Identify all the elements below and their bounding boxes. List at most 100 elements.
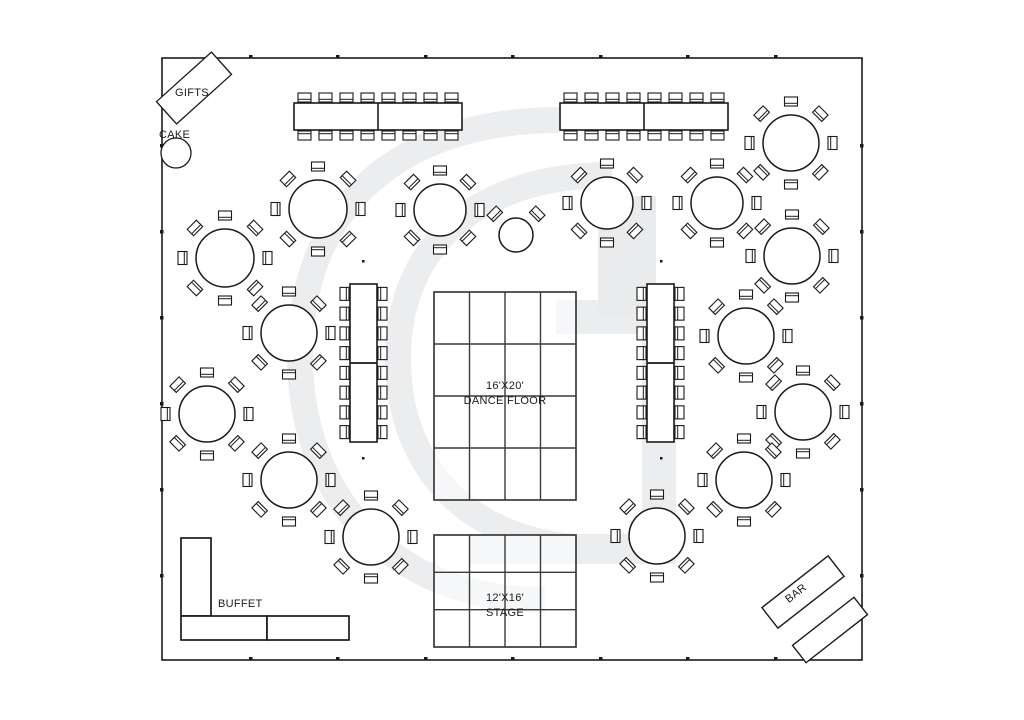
round-table-15-chair-5[interactable] (649, 572, 665, 583)
cocktail-table-top[interactable] (498, 217, 534, 253)
banquet-table-right[interactable] (636, 283, 685, 443)
gifts-table-rect[interactable] (155, 51, 233, 125)
round-table-6-chair-6[interactable] (754, 276, 772, 294)
banquet-table-left-chair-right-4[interactable] (377, 346, 388, 361)
round-table-10-chair-2[interactable] (227, 376, 245, 394)
round-table-2[interactable] (395, 165, 485, 255)
round-table-4-chair-6[interactable] (680, 222, 698, 240)
banquet-table-left-chair-right-2[interactable] (377, 306, 388, 321)
round-table-8-top[interactable] (260, 304, 318, 362)
round-table-13-top[interactable] (715, 451, 773, 509)
round-table-13-chair-8[interactable] (706, 442, 724, 460)
head-table-left-chair-top-4[interactable] (360, 92, 375, 103)
cake-table[interactable]: CAKE (159, 129, 192, 169)
head-table-right-chair-top-4[interactable] (626, 92, 641, 103)
round-table-3-chair-1[interactable] (599, 158, 615, 169)
round-table-7-chair-5[interactable] (217, 295, 233, 306)
banquet-table-right-chair-left-8[interactable] (636, 425, 647, 440)
round-table-10-chair-3[interactable] (243, 406, 254, 422)
round-table-12-chair-2[interactable] (823, 374, 841, 392)
banquet-table-right-chair-left-7[interactable] (636, 405, 647, 420)
banquet-table-right-chair-left-2[interactable] (636, 306, 647, 321)
round-table-3[interactable] (562, 158, 652, 248)
round-table-14-chair-2[interactable] (391, 499, 409, 517)
round-table-10-chair-8[interactable] (169, 376, 187, 394)
head-table-left-chair-top-6[interactable] (402, 92, 417, 103)
banquet-table-left-chair-right-1[interactable] (377, 286, 388, 301)
round-table-6[interactable] (745, 209, 839, 303)
round-table-9-chair-5[interactable] (738, 372, 754, 383)
head-table-right-chair-bottom-6[interactable] (668, 130, 683, 141)
round-table-9-top[interactable] (717, 307, 775, 365)
round-table-15-chair-6[interactable] (619, 556, 637, 574)
round-table-3-chair-5[interactable] (599, 237, 615, 248)
round-table-15-chair-2[interactable] (677, 498, 695, 516)
round-table-10-chair-4[interactable] (227, 434, 245, 452)
round-table-2-chair-5[interactable] (432, 244, 448, 255)
banquet-table-left-chair-left-4[interactable] (339, 346, 350, 361)
head-table-left-chair-bottom-7[interactable] (423, 130, 438, 141)
banquet-table-left-chair-left-1[interactable] (339, 286, 350, 301)
round-table-2-chair-2[interactable] (459, 173, 477, 191)
banquet-table-left-chair-left-8[interactable] (339, 425, 350, 440)
round-table-3-chair-6[interactable] (570, 222, 588, 240)
round-table-3-chair-8[interactable] (570, 166, 588, 184)
buffet-horizontal-left[interactable] (180, 615, 268, 641)
round-table-4[interactable] (672, 158, 762, 248)
head-table-left-chair-top-3[interactable] (339, 92, 354, 103)
round-table-1-chair-1[interactable] (310, 161, 326, 172)
banquet-table-left-chair-left-5[interactable] (339, 365, 350, 380)
round-table-2-chair-3[interactable] (474, 202, 485, 218)
round-table-4-chair-7[interactable] (672, 195, 683, 211)
round-table-14-chair-1[interactable] (363, 490, 379, 501)
head-table-left-chair-top-2[interactable] (318, 92, 333, 103)
round-table-11-chair-2[interactable] (309, 442, 327, 460)
round-table-9-chair-4[interactable] (766, 356, 784, 374)
round-table-3-chair-3[interactable] (641, 195, 652, 211)
head-table-right-chair-top-8[interactable] (710, 92, 725, 103)
round-table-10-chair-5[interactable] (199, 450, 215, 461)
banquet-table-right-chair-right-5[interactable] (674, 365, 685, 380)
round-table-2-chair-4[interactable] (459, 229, 477, 247)
round-table-12-chair-5[interactable] (795, 448, 811, 459)
round-table-13-chair-2[interactable] (764, 442, 782, 460)
round-table-2-chair-8[interactable] (403, 173, 421, 191)
round-table-7-chair-1[interactable] (217, 210, 233, 221)
round-table-12-chair-4[interactable] (823, 432, 841, 450)
round-table-11-chair-5[interactable] (281, 516, 297, 527)
head-table-left[interactable] (293, 92, 463, 141)
banquet-table-left[interactable] (339, 283, 388, 443)
round-table-1-chair-8[interactable] (279, 170, 297, 188)
round-table-5-top[interactable] (762, 114, 820, 172)
round-table-13-chair-1[interactable] (736, 433, 752, 444)
banquet-table-left-chair-left-2[interactable] (339, 306, 350, 321)
round-table-1[interactable] (270, 161, 366, 257)
round-table-3-chair-2[interactable] (626, 166, 644, 184)
head-table-left-chair-bottom-1[interactable] (297, 130, 312, 141)
round-table-11-chair-4[interactable] (309, 500, 327, 518)
round-table-2-top[interactable] (413, 183, 467, 237)
round-table-5-chair-6[interactable] (753, 163, 771, 181)
round-table-7-chair-4[interactable] (246, 279, 264, 297)
buffet[interactable]: BUFFET (180, 537, 350, 641)
round-table-14-top[interactable] (342, 508, 400, 566)
round-table-13-chair-3[interactable] (780, 472, 791, 488)
head-table-left-chair-bottom-2[interactable] (318, 130, 333, 141)
round-table-11-chair-7[interactable] (242, 472, 253, 488)
head-table-left-chair-top-8[interactable] (444, 92, 459, 103)
round-table-3-top[interactable] (580, 176, 634, 230)
round-table-8[interactable] (242, 286, 336, 380)
head-table-left-chair-top-5[interactable] (381, 92, 396, 103)
round-table-12-chair-1[interactable] (795, 365, 811, 376)
round-table-8-chair-4[interactable] (309, 353, 327, 371)
round-table-10-top[interactable] (178, 385, 236, 443)
round-table-11-chair-1[interactable] (281, 433, 297, 444)
round-table-5-chair-1[interactable] (783, 96, 799, 107)
round-table-14-chair-8[interactable] (333, 499, 351, 517)
head-table-right-chair-bottom-1[interactable] (563, 130, 578, 141)
head-table-right-chair-top-6[interactable] (668, 92, 683, 103)
banquet-table-right-chair-left-3[interactable] (636, 326, 647, 341)
round-table-14-chair-4[interactable] (391, 557, 409, 575)
round-table-11-chair-8[interactable] (251, 442, 269, 460)
banquet-table-right-chair-left-4[interactable] (636, 346, 647, 361)
